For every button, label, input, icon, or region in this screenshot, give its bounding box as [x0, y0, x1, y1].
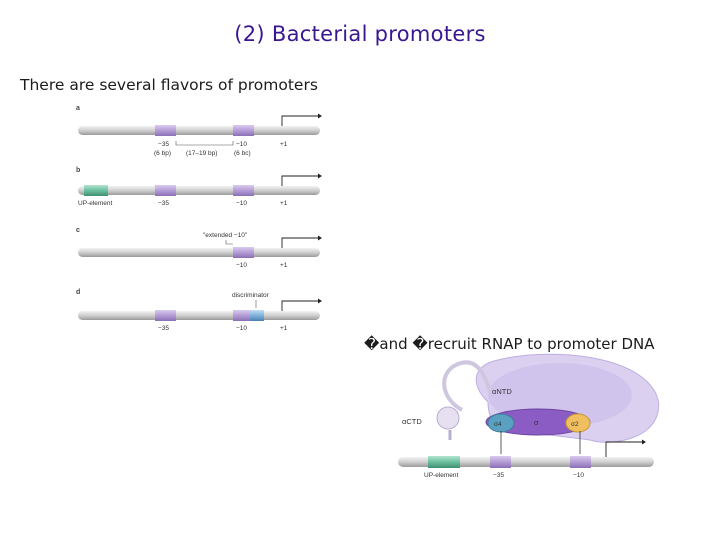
- panel-a-letter: a: [76, 105, 80, 112]
- panel-b-letter: b: [76, 167, 80, 174]
- dna-strand-d: [78, 311, 320, 320]
- panel-c-letter: c: [76, 227, 80, 234]
- tss-arrowhead-right: [642, 439, 646, 445]
- minus35-label-a: −35: [158, 141, 169, 148]
- dna-strand-a: [78, 126, 320, 135]
- discriminator-box-d: [250, 310, 264, 321]
- spacing35-label-a: (6 bp): [154, 150, 171, 157]
- sigma2-label: σ2: [571, 421, 579, 428]
- minus10-label-d: −10: [236, 325, 247, 332]
- dna-strand-b: [78, 186, 320, 195]
- plus1-label-a: +1: [280, 141, 288, 148]
- up-element-box-b: [84, 185, 108, 196]
- tss-arrow-d: [281, 300, 318, 311]
- rnap-figure: αNTD αCTD σ σ4 σ2 UP-element −35 −10: [398, 353, 660, 479]
- minus35-box-right: [490, 456, 511, 468]
- alpha-ctd-label: αCTD: [402, 417, 422, 426]
- plus1-label-d: +1: [280, 325, 288, 332]
- plus1-label-b: +1: [280, 200, 288, 207]
- spacing10-label-a: (6 bc): [234, 150, 251, 157]
- sigma2-domain: [565, 413, 591, 433]
- spacer-bracket-a: [175, 141, 234, 146]
- discriminator-label-d: discriminator: [232, 292, 270, 299]
- panel-a: a −35 −10 +1 (6 bp) (17–19 bp) (6 bc): [76, 105, 322, 157]
- tss-arrow-c: [281, 237, 318, 248]
- slide-subtitle: There are several flavors of promoters: [20, 76, 318, 94]
- tss-arrowhead-a: [318, 113, 322, 119]
- dna-strand-c: [78, 248, 320, 257]
- tss-arrowhead-c: [318, 235, 322, 241]
- minus10-box-d: [233, 310, 250, 321]
- up-element-box-right: [428, 456, 460, 468]
- minus10-label-a: −10: [236, 141, 247, 148]
- minus35-label-d: −35: [158, 325, 169, 332]
- alpha-ctd-domain: [436, 406, 460, 430]
- tss-arrowhead-d: [318, 298, 322, 304]
- minus10-box-right: [570, 456, 591, 468]
- minus35-box-a: [155, 125, 176, 136]
- tss-arrowhead-b: [318, 173, 322, 179]
- minus10-label-c: −10: [236, 262, 247, 269]
- extended-bracket-c: [225, 240, 233, 245]
- minus10-box-a: [233, 125, 254, 136]
- panel-b: b UP-element −35 −10 +1: [76, 167, 322, 207]
- panel-d: d discriminator −35 −10 +1: [76, 289, 322, 332]
- minus10-box-c: [233, 247, 254, 258]
- slide-title: (2) Bacterial promoters: [234, 22, 486, 46]
- tss-arrow-b: [281, 175, 318, 186]
- extended-label-c: "extended −10": [203, 232, 248, 239]
- panel-c: c "extended −10" −10 +1: [76, 227, 322, 269]
- alpha-ntd-label: αNTD: [492, 387, 512, 396]
- minus10-label-b: −10: [236, 200, 247, 207]
- minus10-box-b: [233, 185, 254, 196]
- minus35-label-right: −35: [493, 472, 504, 479]
- minus35-box-b: [155, 185, 176, 196]
- minus10-label-right: −10: [573, 472, 584, 479]
- tss-arrow-a: [281, 115, 318, 126]
- tss-arrow-right: [605, 441, 642, 457]
- sigma-label: σ: [534, 418, 539, 427]
- rnap-caption: �and �recruit RNAP to promoter DNA: [364, 335, 655, 353]
- minus35-label-b: −35: [158, 200, 169, 207]
- sigma4-label: σ4: [494, 421, 502, 428]
- panel-d-letter: d: [76, 289, 80, 296]
- spacer-label-a: (17–19 bp): [186, 150, 217, 157]
- minus35-box-d: [155, 310, 176, 321]
- plus1-label-c: +1: [280, 262, 288, 269]
- up-element-label-right: UP-element: [424, 472, 459, 479]
- alpha-ctd-linker: [442, 360, 492, 412]
- up-element-label-b: UP-element: [78, 200, 113, 207]
